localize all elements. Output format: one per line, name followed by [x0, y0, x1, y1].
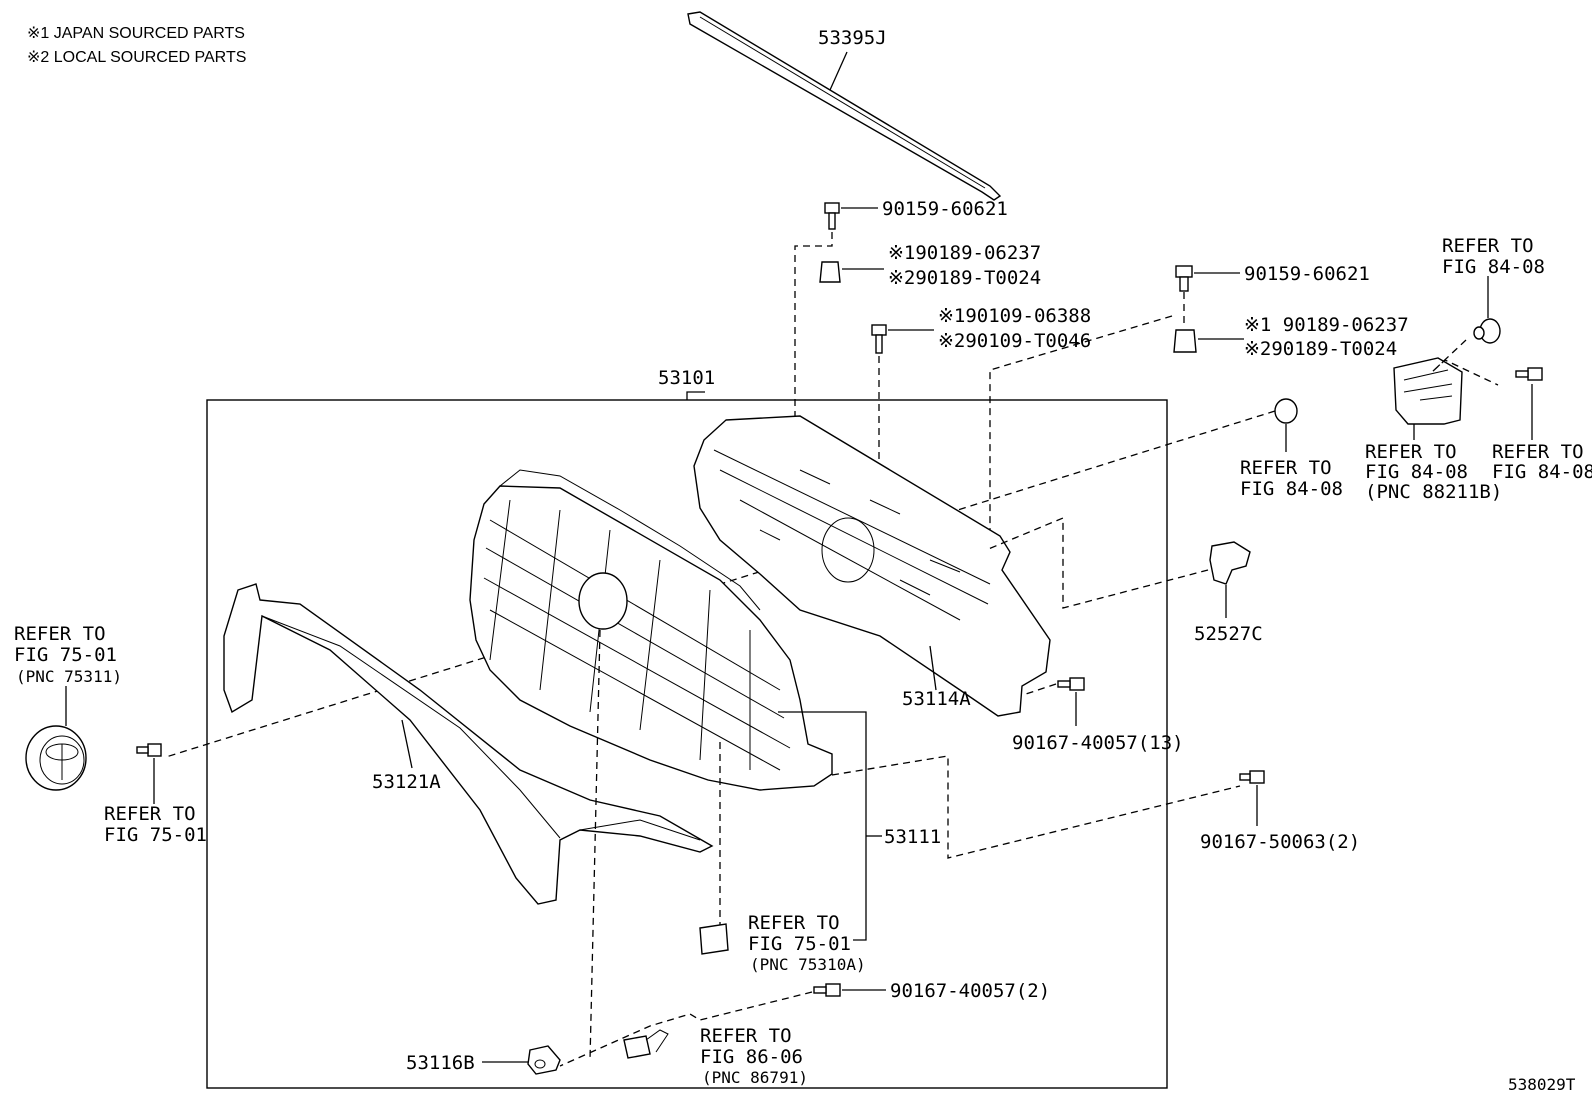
label-bolt-right[interactable]: 90159-60621 — [1244, 263, 1370, 285]
dash-line-52527c — [985, 517, 1209, 609]
dash-line-sensor — [1431, 339, 1499, 386]
ref-emblem-bolt-line2[interactable]: FIG 75-01 — [104, 824, 207, 846]
label-clip-top-2[interactable]: ※290189-T0024 — [888, 267, 1041, 289]
grille-garnish-53121a — [223, 583, 714, 905]
label-53101[interactable]: 53101 — [658, 367, 715, 389]
leader-53101 — [686, 391, 705, 400]
ref-sensor-bracket-line1[interactable]: REFER TO — [1365, 441, 1457, 463]
ref-harness-line1[interactable]: REFER TO — [700, 1025, 792, 1047]
ref-plate-line1[interactable]: REFER TO — [748, 912, 840, 934]
leader-53111 — [778, 711, 867, 941]
radiator-grille-53111 — [469, 469, 833, 791]
label-screw-mid-1[interactable]: ※190109-06388 — [938, 305, 1091, 327]
leader-53395j — [829, 51, 848, 91]
ref-plate-line3[interactable]: (PNC 75310A) — [750, 955, 866, 974]
sensor-nut-icon — [1473, 318, 1501, 344]
moulding-strip-53395j — [687, 11, 1002, 201]
label-bolt-13[interactable]: 90167-40057(13) — [1012, 732, 1184, 754]
label-53116b[interactable]: 53116B — [406, 1052, 475, 1074]
bolt-icon — [1175, 265, 1193, 292]
ref-emblem-line3[interactable]: (PNC 75311) — [16, 667, 122, 686]
label-52527c[interactable]: 52527C — [1194, 623, 1263, 645]
ref-sensor-top-line2[interactable]: FIG 84-08 — [1442, 256, 1545, 278]
harness-connector-icon — [623, 1029, 669, 1059]
label-bolt-top[interactable]: 90159-60621 — [882, 198, 1008, 220]
label-53114a[interactable]: 53114A — [902, 688, 971, 710]
figure-id: 538029T — [1508, 1075, 1576, 1094]
bolt-icon — [1239, 770, 1265, 784]
clip-icon — [819, 261, 841, 283]
leader-53114a — [929, 645, 937, 691]
ref-emblem-bolt-line1[interactable]: REFER TO — [104, 803, 196, 825]
plate-icon — [699, 923, 729, 955]
ref-sensor-bolt-line2[interactable]: FIG 84-08 — [1492, 461, 1592, 483]
ref-sensor-bracket-line2[interactable]: FIG 84-08 — [1365, 461, 1468, 483]
label-screw-mid-2[interactable]: ※290109-T0046 — [938, 330, 1091, 352]
dash-line-bolt-50063 — [831, 755, 1241, 859]
grille-reinforcement-53114a — [693, 415, 1051, 717]
label-bolt-50063[interactable]: 90167-50063(2) — [1200, 831, 1360, 853]
ref-emblem-line1[interactable]: REFER TO — [14, 623, 106, 645]
label-53111[interactable]: 53111 — [884, 826, 941, 848]
emblem-icon — [25, 725, 87, 791]
ref-sensor-bracket-line3[interactable]: (PNC 88211B) — [1365, 481, 1502, 503]
clip-52527c-icon — [1209, 541, 1251, 585]
ref-sensor-top-line1[interactable]: REFER TO — [1442, 235, 1534, 257]
label-53395j[interactable]: 53395J — [818, 27, 887, 49]
emblem-bolt-icon — [136, 743, 162, 757]
ref-harness-line3[interactable]: (PNC 86791) — [702, 1068, 808, 1087]
label-53121a[interactable]: 53121A — [372, 771, 441, 793]
ref-harness-line2[interactable]: FIG 86-06 — [700, 1046, 803, 1068]
note-japan-sourced: ※1 JAPAN SOURCED PARTS — [27, 25, 245, 42]
sensor-bracket-icon — [1393, 357, 1463, 425]
ref-sensor-clip-line1[interactable]: REFER TO — [1240, 457, 1332, 479]
dash-line-bolt-40057-2 — [559, 991, 813, 1067]
sensor-bolt-icon — [1515, 367, 1543, 381]
bracket-53116b-icon — [527, 1045, 561, 1075]
bolt-icon — [1057, 677, 1085, 691]
note-local-sourced: ※2 LOCAL SOURCED PARTS — [27, 49, 246, 66]
bolt-icon — [813, 983, 841, 997]
ref-plate-line2[interactable]: FIG 75-01 — [748, 933, 851, 955]
label-clip-right-1[interactable]: ※1 90189-06237 — [1244, 314, 1409, 336]
sensor-clip-icon — [1274, 398, 1298, 424]
label-clip-right-2[interactable]: ※290189-T0024 — [1244, 338, 1397, 360]
bolt-icon — [824, 202, 840, 230]
ref-sensor-bolt-line1[interactable]: REFER TO — [1492, 441, 1584, 463]
ref-sensor-clip-line2[interactable]: FIG 84-08 — [1240, 478, 1343, 500]
clip-icon — [1173, 329, 1197, 353]
ref-emblem-line2[interactable]: FIG 75-01 — [14, 644, 117, 666]
label-bolt-40057-2[interactable]: 90167-40057(2) — [890, 980, 1050, 1002]
dash-line-top-bolt — [794, 232, 833, 425]
dash-line-right-clip — [989, 315, 1173, 540]
dash-line-bolt-13 — [1025, 683, 1057, 695]
screw-icon — [871, 324, 887, 354]
leader-53121a — [401, 719, 413, 769]
label-clip-top-1[interactable]: ※190189-06237 — [888, 242, 1041, 264]
